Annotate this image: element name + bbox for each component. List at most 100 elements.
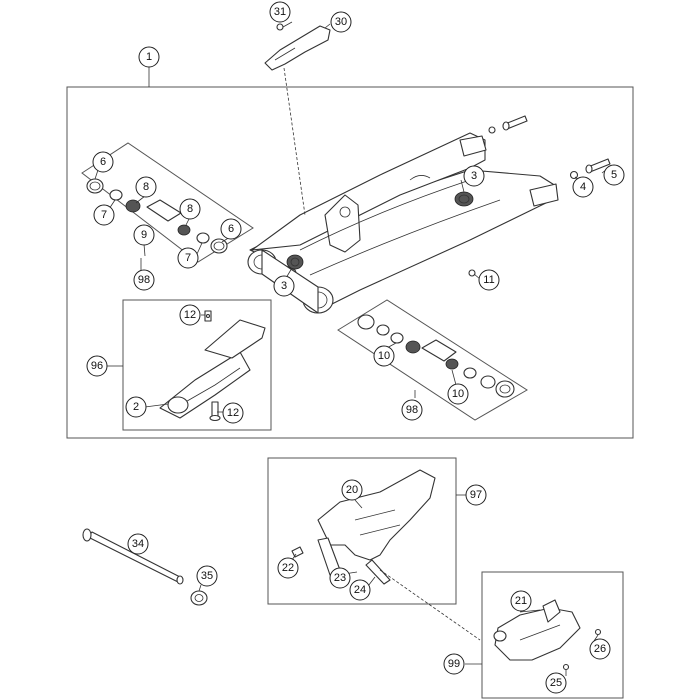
part-20-chain-guard xyxy=(317,469,436,585)
svg-text:23: 23 xyxy=(334,572,346,584)
svg-text:1: 1 xyxy=(146,51,152,63)
callout-11: 11 xyxy=(478,269,500,291)
svg-text:22: 22 xyxy=(282,562,294,574)
part-12-screw-top xyxy=(204,310,212,322)
svg-text:2: 2 xyxy=(133,401,139,413)
svg-text:8: 8 xyxy=(143,181,149,193)
part-10-race-r2 xyxy=(445,358,459,370)
callout-4: 4 xyxy=(572,176,594,198)
callout-24: 24 xyxy=(349,579,371,601)
part-31-screw xyxy=(276,23,284,31)
part-21-chain-guide xyxy=(493,599,581,661)
svg-text:30: 30 xyxy=(335,16,347,28)
part-10-race-r1 xyxy=(390,332,404,344)
svg-text:26: 26 xyxy=(594,643,606,655)
callout-10-lower: 10 xyxy=(447,383,469,405)
callout-23: 23 xyxy=(329,567,351,589)
callout-7-right: 7 xyxy=(177,247,199,269)
svg-text:12: 12 xyxy=(227,407,239,419)
svg-text:99: 99 xyxy=(448,658,460,670)
part-35-nut xyxy=(190,590,208,606)
svg-text:11: 11 xyxy=(483,274,494,286)
callout-8-right: 8 xyxy=(179,198,201,220)
chain-guide-kit-frame xyxy=(481,571,624,699)
svg-text:9: 9 xyxy=(141,229,147,241)
part-7-bearing-right xyxy=(196,232,210,244)
svg-text:20: 20 xyxy=(346,484,358,496)
svg-text:12: 12 xyxy=(184,309,196,321)
svg-text:25: 25 xyxy=(550,677,562,689)
svg-text:6: 6 xyxy=(100,156,106,168)
part-6-seal-left xyxy=(86,178,104,194)
part-3-bushing-lower xyxy=(286,254,304,270)
callout-9: 9 xyxy=(133,224,155,246)
main-assembly-frame xyxy=(66,86,634,439)
svg-text:34: 34 xyxy=(132,538,144,550)
callout-6-right: 6 xyxy=(220,218,242,240)
svg-text:7: 7 xyxy=(185,252,191,264)
callout-25: 25 xyxy=(545,672,567,694)
svg-text:7: 7 xyxy=(101,209,107,221)
callout-97: 97 xyxy=(465,484,487,506)
callout-6-left: 6 xyxy=(92,151,114,173)
svg-text:31: 31 xyxy=(274,6,286,18)
svg-text:98: 98 xyxy=(406,404,418,416)
part-22-bolt xyxy=(291,546,304,558)
upper-axle-bolt xyxy=(488,115,528,134)
part-5-bolt xyxy=(585,158,611,174)
part-12-screw-bottom xyxy=(209,401,221,422)
svg-text:5: 5 xyxy=(611,169,617,181)
part-bearing-r2 xyxy=(463,367,477,379)
part-7-bearing-left xyxy=(109,189,123,201)
part-seal-r2 xyxy=(480,375,496,389)
callout-12-top: 12 xyxy=(179,304,201,326)
part-bearing-r1 xyxy=(376,324,390,336)
svg-text:8: 8 xyxy=(187,203,193,215)
callout-96: 96 xyxy=(86,355,108,377)
callout-21: 21 xyxy=(510,590,532,612)
callout-5: 5 xyxy=(603,164,625,186)
callout-10-upper: 10 xyxy=(373,345,395,367)
part-sleeve-r xyxy=(421,339,457,362)
svg-text:10: 10 xyxy=(452,388,464,400)
part-34-pivot-axle xyxy=(82,528,184,585)
part-10-race-r1b xyxy=(405,340,421,354)
part-seal-r1 xyxy=(357,314,375,330)
callout-1: 1 xyxy=(138,46,160,68)
part-6-seal-right xyxy=(210,238,228,254)
callout-12-bottom: 12 xyxy=(222,402,244,424)
svg-text:10: 10 xyxy=(378,350,390,362)
part-3-bushing-upper xyxy=(454,191,474,207)
svg-text:6: 6 xyxy=(228,223,234,235)
part-9-sleeve xyxy=(146,199,182,222)
part-3-bushing-lower-rim xyxy=(290,257,300,267)
part-2-chain-slider xyxy=(159,319,266,419)
chain-guard-kit-frame xyxy=(267,457,457,605)
bearing-kit-left-frame xyxy=(81,142,254,263)
callout-2: 2 xyxy=(125,396,147,418)
callout-31: 31 xyxy=(269,1,291,23)
svg-text:21: 21 xyxy=(515,595,527,607)
callout-3-upper: 3 xyxy=(463,165,485,187)
callout-98-right: 98 xyxy=(401,399,423,421)
callout-35: 35 xyxy=(196,565,218,587)
callout-22: 22 xyxy=(277,557,299,579)
callout-98-left: 98 xyxy=(133,269,155,291)
svg-text:98: 98 xyxy=(138,274,150,286)
chain-slider-kit-frame xyxy=(122,299,272,431)
part-11-screw xyxy=(468,269,476,277)
callout-99: 99 xyxy=(443,653,465,675)
part-3-bushing-upper-rim xyxy=(458,194,470,204)
callout-34: 34 xyxy=(127,533,149,555)
callout-30: 30 xyxy=(330,11,352,33)
svg-text:4: 4 xyxy=(580,181,586,193)
part-seal-r3 xyxy=(495,380,515,398)
svg-text:3: 3 xyxy=(281,280,287,292)
part-8-race-right xyxy=(177,224,191,236)
svg-text:96: 96 xyxy=(91,360,103,372)
bearing-kit-right-frame xyxy=(337,299,528,421)
callout-3-lower: 3 xyxy=(273,275,295,297)
part-26-nut xyxy=(594,628,602,636)
part-25-screw xyxy=(562,663,570,671)
